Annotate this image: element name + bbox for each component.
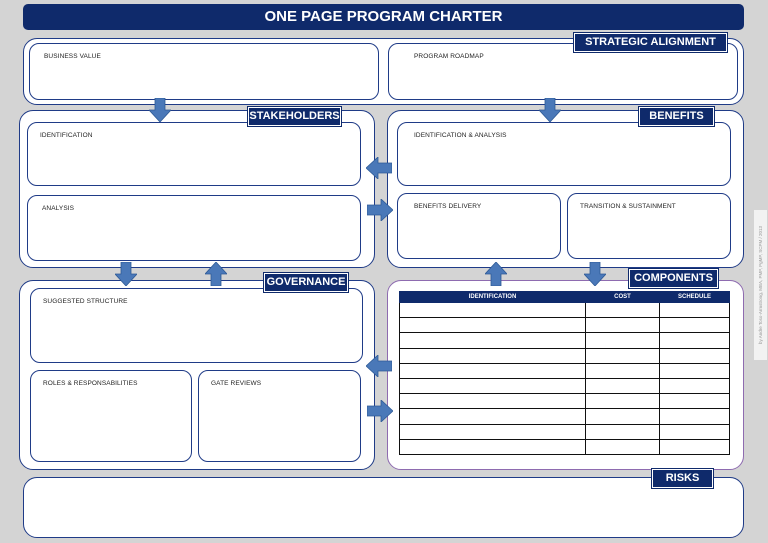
- cost-cell[interactable]: [585, 332, 660, 349]
- identification-cell[interactable]: [399, 408, 586, 425]
- table-row: [399, 377, 730, 395]
- cost-cell[interactable]: [585, 347, 660, 364]
- identification-cell[interactable]: [399, 301, 586, 319]
- identification-cell[interactable]: [399, 423, 586, 440]
- table-row: [399, 301, 730, 319]
- components-tag: COMPONENTS: [628, 268, 719, 289]
- suggested-structure-label: SUGGESTED STRUCTURE: [43, 298, 128, 305]
- business-value-label: BUSINESS VALUE: [44, 53, 101, 60]
- schedule-cell[interactable]: [659, 332, 730, 349]
- stakeholder-identification-box[interactable]: IDENTIFICATION: [27, 122, 361, 186]
- gate-reviews-box[interactable]: GATE REVIEWS: [198, 370, 361, 462]
- business-value-box[interactable]: BUSINESS VALUE: [29, 43, 379, 100]
- roles-responsibilities-label: ROLES & RESPONSABILITIES: [43, 380, 138, 387]
- components-table: IDENTIFICATION COST SCHEDULE: [399, 291, 730, 455]
- strategic-alignment-tag: STRATEGIC ALIGNMENT: [573, 32, 728, 53]
- stakeholder-analysis-label: ANALYSIS: [42, 205, 75, 212]
- gate-reviews-label: GATE REVIEWS: [211, 380, 262, 387]
- identification-cell[interactable]: [399, 362, 586, 379]
- risks-panel[interactable]: [23, 477, 744, 538]
- table-row: [399, 347, 730, 364]
- identification-cell[interactable]: [399, 377, 586, 395]
- schedule-cell[interactable]: [659, 317, 730, 334]
- cost-cell[interactable]: [585, 393, 660, 410]
- arrow-down-icon: [584, 262, 606, 286]
- schedule-cell[interactable]: [659, 423, 730, 440]
- cost-cell[interactable]: [585, 301, 660, 319]
- identification-cell[interactable]: [399, 393, 586, 410]
- arrow-left-icon: [366, 355, 392, 377]
- schedule-cell[interactable]: [659, 377, 730, 395]
- cost-cell[interactable]: [585, 317, 660, 334]
- benefits-tag: BENEFITS: [638, 106, 715, 127]
- stakeholder-identification-label: IDENTIFICATION: [40, 132, 93, 139]
- table-row: [399, 408, 730, 425]
- program-roadmap-label: PROGRAM ROADMAP: [414, 53, 484, 60]
- benefits-identification-label: IDENTIFICATION & ANALYSIS: [414, 132, 507, 139]
- cost-cell[interactable]: [585, 423, 660, 440]
- table-row: [399, 423, 730, 440]
- governance-tag: GOVERNANCE: [263, 272, 349, 293]
- column-header-identification: IDENTIFICATION: [399, 291, 586, 303]
- schedule-cell[interactable]: [659, 362, 730, 379]
- table-row: [399, 438, 730, 455]
- page-title: ONE PAGE PROGRAM CHARTER: [23, 4, 744, 30]
- schedule-cell[interactable]: [659, 347, 730, 364]
- schedule-cell[interactable]: [659, 408, 730, 425]
- arrow-left-icon: [366, 157, 392, 179]
- arrow-down-icon: [115, 262, 137, 286]
- roles-responsibilities-box[interactable]: ROLES & RESPONSABILITIES: [30, 370, 192, 462]
- table-row: [399, 362, 730, 379]
- risks-tag: RISKS: [651, 468, 714, 489]
- benefits-delivery-label: BENEFITS DELIVERY: [414, 203, 482, 210]
- table-row: [399, 332, 730, 349]
- column-header-cost: COST: [585, 291, 660, 303]
- identification-cell[interactable]: [399, 317, 586, 334]
- suggested-structure-box[interactable]: SUGGESTED STRUCTURE: [30, 288, 363, 363]
- author-credit: by Andre Toso-Armstrong, MBA, PMP, PgMP,…: [754, 210, 767, 360]
- schedule-cell[interactable]: [659, 393, 730, 410]
- cost-cell[interactable]: [585, 377, 660, 395]
- arrow-right-icon: [367, 199, 393, 221]
- table-row: [399, 393, 730, 410]
- transition-sustainment-box[interactable]: TRANSITION & SUSTAINMENT: [567, 193, 731, 259]
- stakeholders-tag: STAKEHOLDERS: [247, 106, 342, 127]
- cost-cell[interactable]: [585, 362, 660, 379]
- stakeholder-analysis-box[interactable]: ANALYSIS: [27, 195, 361, 261]
- program-roadmap-box[interactable]: PROGRAM ROADMAP: [388, 43, 738, 100]
- identification-cell[interactable]: [399, 438, 586, 455]
- benefits-delivery-box[interactable]: BENEFITS DELIVERY: [397, 193, 561, 259]
- transition-sustainment-label: TRANSITION & SUSTAINMENT: [580, 203, 676, 210]
- arrow-up-icon: [485, 262, 507, 286]
- identification-cell[interactable]: [399, 332, 586, 349]
- schedule-cell[interactable]: [659, 438, 730, 455]
- benefits-identification-box[interactable]: IDENTIFICATION & ANALYSIS: [397, 122, 731, 186]
- arrow-down-icon: [149, 98, 171, 122]
- cost-cell[interactable]: [585, 438, 660, 455]
- table-row: [399, 317, 730, 334]
- arrow-up-icon: [205, 262, 227, 286]
- cost-cell[interactable]: [585, 408, 660, 425]
- arrow-right-icon: [367, 400, 393, 422]
- schedule-cell[interactable]: [659, 301, 730, 319]
- arrow-down-icon: [539, 98, 561, 122]
- column-header-schedule: SCHEDULE: [659, 291, 730, 303]
- components-header-row: IDENTIFICATION COST SCHEDULE: [399, 291, 730, 303]
- identification-cell[interactable]: [399, 347, 586, 364]
